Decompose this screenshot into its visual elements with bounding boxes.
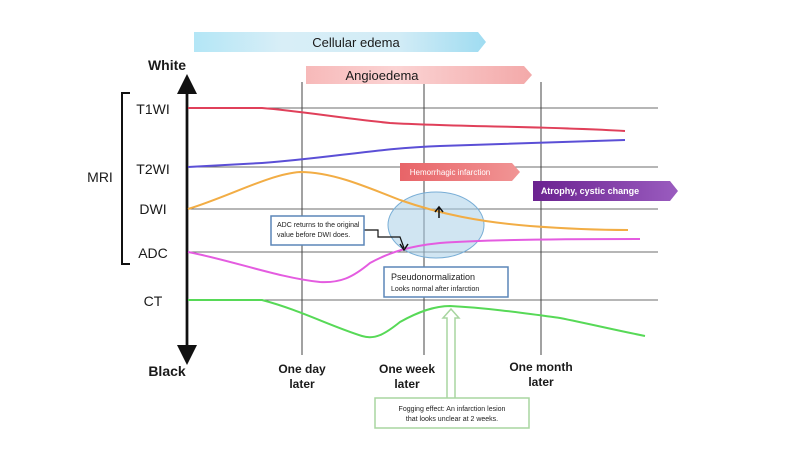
- time-label-one-month-line2: later: [528, 375, 554, 389]
- fogging-line-1: Fogging effect: An infarction lesion: [399, 406, 506, 413]
- angioedema-label: Angioedema: [346, 68, 420, 83]
- fogging-pointer-arrow: [441, 307, 461, 398]
- down-arrow-icon: [399, 243, 409, 252]
- time-label-one-week-line1: One week: [379, 362, 435, 376]
- mri-bracket: [121, 92, 130, 265]
- atrophy-banner: Atrophy, cystic change: [533, 181, 678, 201]
- curve-t2wi: [187, 139, 626, 168]
- pseudonormalization-subtitle: Looks normal after infarction: [391, 286, 479, 293]
- cellular-edema-banner: Cellular edema: [194, 32, 486, 52]
- row-label-adc: ADC: [138, 245, 168, 261]
- pseudonormalization-callout: Pseudonormalization Looks normal after i…: [383, 266, 509, 298]
- mri-label: MRI: [87, 169, 113, 185]
- hemorrhagic-infarction-banner: Hemorrhagic infarction: [400, 163, 520, 181]
- curve-ct: [188, 299, 646, 339]
- row-label-t1wi: T1WI: [136, 101, 169, 117]
- adc-returns-callout: ADC returns to the original value before…: [270, 215, 365, 246]
- curve-dwi: [187, 170, 629, 231]
- adc-returns-line-2: value before DWI does.: [277, 232, 350, 239]
- curve-adc: [187, 238, 641, 284]
- pseudonormalization-title: Pseudonormalization: [391, 272, 475, 282]
- hemorrhagic-infarction-label: Hemorrhagic infarction: [410, 168, 490, 177]
- adc-callout-pointer: [364, 229, 405, 249]
- row-label-dwi: DWI: [139, 201, 166, 217]
- white-label: White: [148, 57, 186, 73]
- atrophy-label: Atrophy, cystic change: [541, 186, 639, 196]
- angioedema-banner: Angioedema: [306, 66, 532, 84]
- black-label: Black: [148, 363, 186, 379]
- row-label-ct: CT: [144, 293, 163, 309]
- fogging-effect-callout: Fogging effect: An infarction lesion tha…: [374, 397, 530, 429]
- time-label-one-week-line2: later: [394, 377, 420, 391]
- time-label-one-month-line1: One month: [509, 360, 572, 374]
- time-label-one-day-line1: One day: [278, 362, 326, 376]
- up-arrow-icon: [434, 205, 444, 218]
- fogging-line-2: that looks unclear at 2 weeks.: [406, 416, 498, 423]
- adc-returns-line-1: ADC returns to the original: [277, 222, 360, 229]
- time-label-one-day-line2: later: [289, 377, 315, 391]
- curve-t1wi: [188, 107, 626, 132]
- row-label-t2wi: T2WI: [136, 161, 169, 177]
- cellular-edema-label: Cellular edema: [312, 35, 400, 50]
